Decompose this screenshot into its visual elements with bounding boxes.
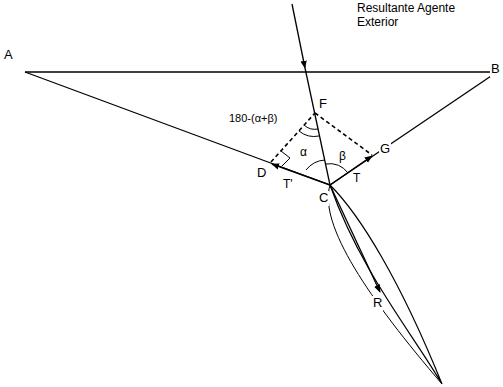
line-cb [330,72,497,185]
beta-arc [326,164,348,173]
point-label: A [3,48,14,63]
point-label: B [490,62,501,77]
resultant-line [305,68,330,185]
angle-arc-f [299,131,319,136]
angle-label: 180-(α+β) [228,112,278,125]
line-ac [25,72,330,185]
force-caption: Resultante Agente Exterior [356,2,458,30]
point-label: G [379,142,391,157]
point-label: D [256,166,267,181]
angle-mark-d [281,151,290,166]
r-arrow [330,185,380,292]
angle-arc-f-inner [304,125,318,129]
point-label: C [318,191,329,206]
force-label: T' [282,178,294,192]
resultant-arrow [292,4,305,68]
force-label: R [372,296,383,311]
t-prime-arrow [272,164,330,185]
force-label: T [352,172,361,186]
boat-hull [330,185,442,384]
line-ab [25,71,497,72]
angle-label: α [299,146,308,160]
t-arrow [330,156,372,185]
alpha-arc [306,160,325,170]
dashed-fg [315,113,372,155]
point-label: F [318,97,328,112]
boat-side [328,185,442,384]
angle-label: β [338,150,347,164]
